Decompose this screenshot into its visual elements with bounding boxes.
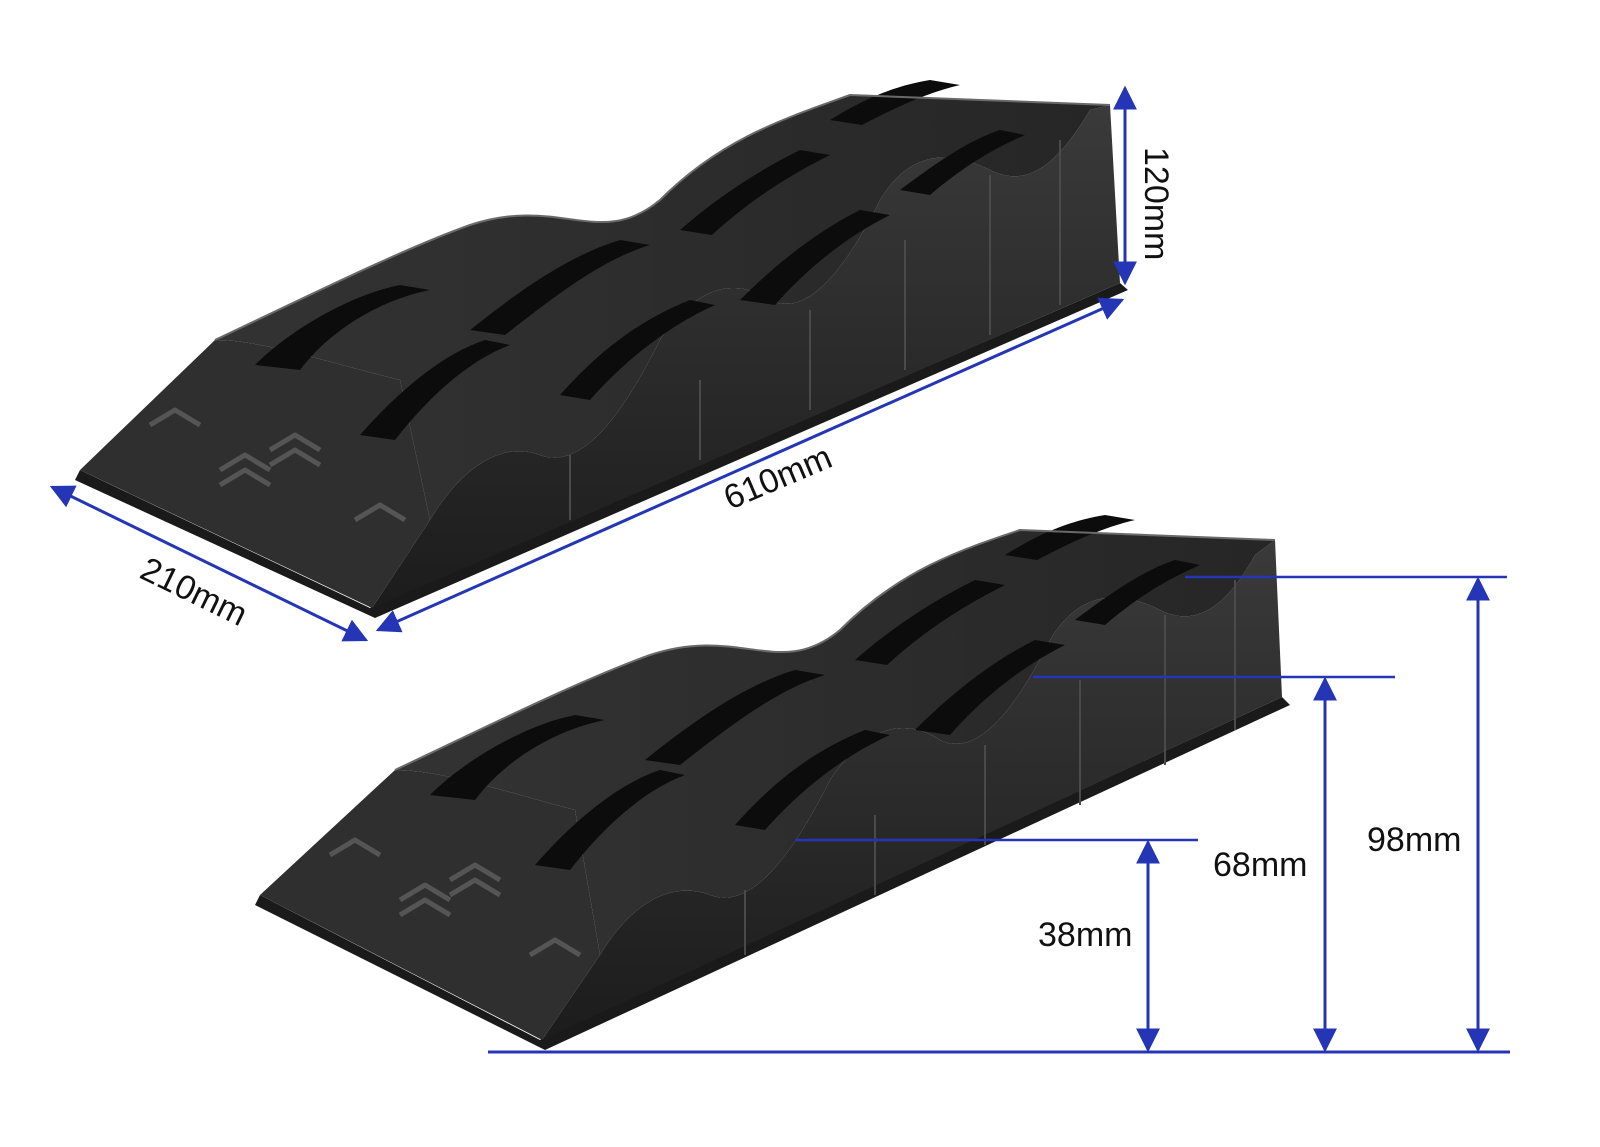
dimension-step-1-label: 38mm bbox=[1038, 916, 1132, 954]
ramp-bottom-surface bbox=[395, 530, 1275, 955]
dimension-step-3-label: 98mm bbox=[1367, 821, 1461, 859]
dimension-step-2: 68mm bbox=[1033, 675, 1395, 1053]
dimension-width-label: 210mm bbox=[134, 550, 253, 634]
dimension-step-1: 38mm bbox=[795, 838, 1198, 1053]
ramp-top-edge-highlight bbox=[214, 93, 1111, 341]
ramp-bottom-side-ribs bbox=[744, 580, 1236, 955]
dimension-height: 120mm bbox=[1113, 85, 1175, 286]
chevron-tread-icon bbox=[328, 837, 582, 958]
dimension-step-3: 98mm bbox=[1185, 575, 1507, 1053]
ramp-bottom-side bbox=[542, 540, 1282, 1040]
ramp-bottom bbox=[255, 515, 1290, 1050]
dimension-step-2-label: 68mm bbox=[1213, 846, 1307, 884]
ramp-top bbox=[75, 80, 1128, 618]
dimension-height-label: 120mm bbox=[1137, 147, 1175, 260]
